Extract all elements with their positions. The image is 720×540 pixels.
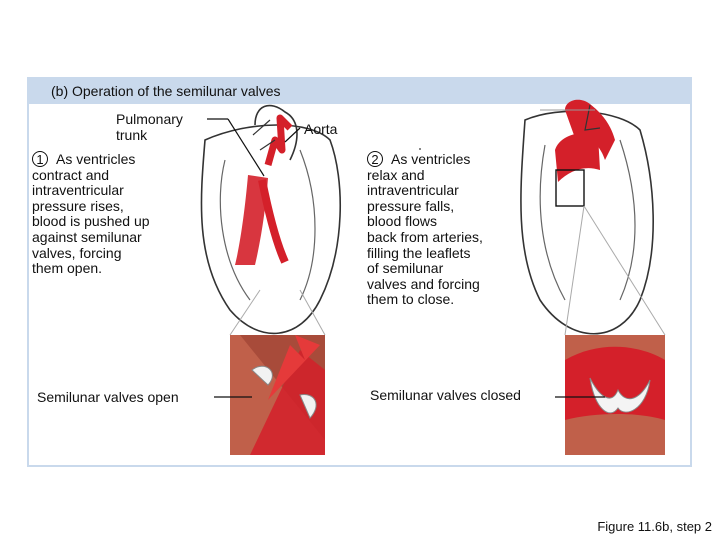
panel-header <box>29 79 690 104</box>
figure-caption: Figure 11.6b, step 2 <box>597 519 712 534</box>
pulmonary-trunk-line-1: Pulmonary <box>116 111 183 127</box>
step-1-line-4: pressure rises, <box>32 197 124 214</box>
valves-closed-label: Semilunar valves closed <box>370 387 521 403</box>
step-1-line-1: As ventricles <box>56 151 136 167</box>
step-1-line-8: them open. <box>32 260 103 277</box>
step-2-line-5: blood flows <box>367 213 438 230</box>
step-1-line-7: valves, forcing <box>32 244 122 261</box>
step-2-line-3: intraventricular <box>367 182 459 199</box>
step-2-badge: 2 <box>367 151 383 167</box>
left-heart-diagram <box>200 104 342 335</box>
step-2-line-9: valves and forcing <box>367 275 480 292</box>
step-2-text: 2 As ventricles relax and intraventricula… <box>367 151 483 308</box>
valves-open-label: Semilunar valves open <box>37 389 179 405</box>
step-2-line-2: relax and <box>367 166 425 183</box>
step-1-line-6: against semilunar <box>32 228 142 245</box>
step-2-line-1: As ventricles <box>391 151 471 167</box>
aorta-label: Aorta <box>304 121 338 137</box>
step-2-line-7: filling the leaflets <box>367 244 471 261</box>
step-2-line-8: of semilunar <box>367 260 444 277</box>
pulmonary-trunk-label: Pulmonary trunk <box>116 111 183 143</box>
step-1-line-5: blood is pushed up <box>32 213 150 230</box>
step-1-badge: 1 <box>32 151 48 167</box>
pulmonary-trunk-line-2: trunk <box>116 126 148 143</box>
step-2-line-10: them to close. <box>367 291 455 308</box>
step-1-line-2: contract and <box>32 166 110 183</box>
step-2-line-4: pressure falls, <box>367 197 455 214</box>
valves-open-inset <box>214 289 326 455</box>
step-2-line-6: back from arteries, <box>367 228 483 245</box>
valves-closed-inset <box>555 205 666 455</box>
panel-title: (b) Operation of the semilunar valves <box>51 83 281 99</box>
right-heart-diagram <box>520 99 654 335</box>
step-1-line-3: intraventricular <box>32 182 124 199</box>
step-1-text: 1 As ventricles contract and intraventric… <box>32 151 150 277</box>
